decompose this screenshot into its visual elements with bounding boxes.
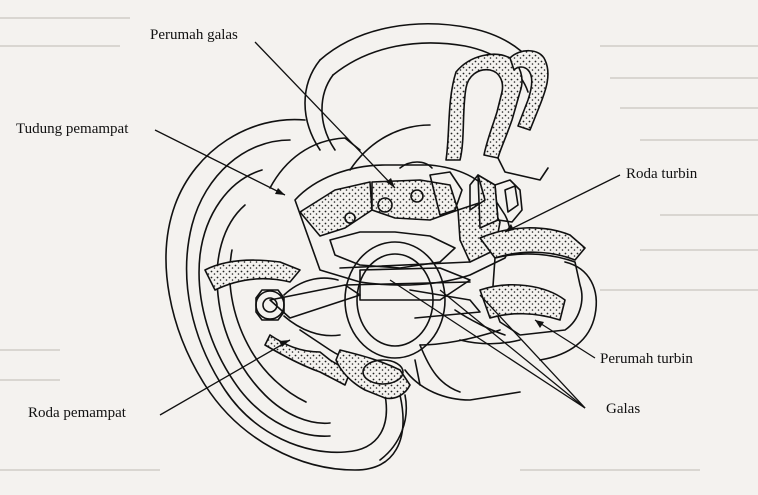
label-galas: Galas (604, 400, 643, 418)
turbine-housing-shape (404, 227, 597, 401)
arrowhead-tudung-pemampat (275, 188, 285, 195)
leader-roda-turbin (504, 174, 621, 233)
compressor-lower-passage (335, 349, 411, 400)
leader-lines (154, 41, 621, 416)
outer-casing (379, 359, 421, 461)
turbine-wheel-shape (429, 171, 523, 229)
label-perumah-galas: Perumah galas (148, 26, 240, 44)
leader-roda-pemampat (159, 339, 291, 416)
label-roda-turbin: Roda turbin (624, 165, 700, 183)
label-tudung-pemampat: Tudung pemampat (14, 120, 131, 138)
leader-perumah-galas (254, 41, 396, 189)
leader-galas-2 (439, 289, 586, 409)
arrowheads (275, 178, 544, 347)
label-roda-pemampat: Roda pemampat (26, 404, 128, 422)
arrowhead-perumah-turbin (535, 320, 544, 328)
leader-galas-3 (479, 294, 586, 409)
leader-galas-1 (389, 279, 586, 409)
arrowhead-roda-turbin (505, 224, 514, 232)
label-perumah-turbin: Perumah turbin (598, 350, 695, 368)
arrowhead-perumah-galas (386, 178, 395, 188)
arrowhead-roda-pemampat (279, 340, 290, 347)
leader-perumah-turbin (534, 319, 596, 359)
shaft-assembly (269, 241, 481, 359)
oil-inlet-pipe (445, 49, 549, 181)
leader-tudung-pemampat (154, 129, 286, 196)
